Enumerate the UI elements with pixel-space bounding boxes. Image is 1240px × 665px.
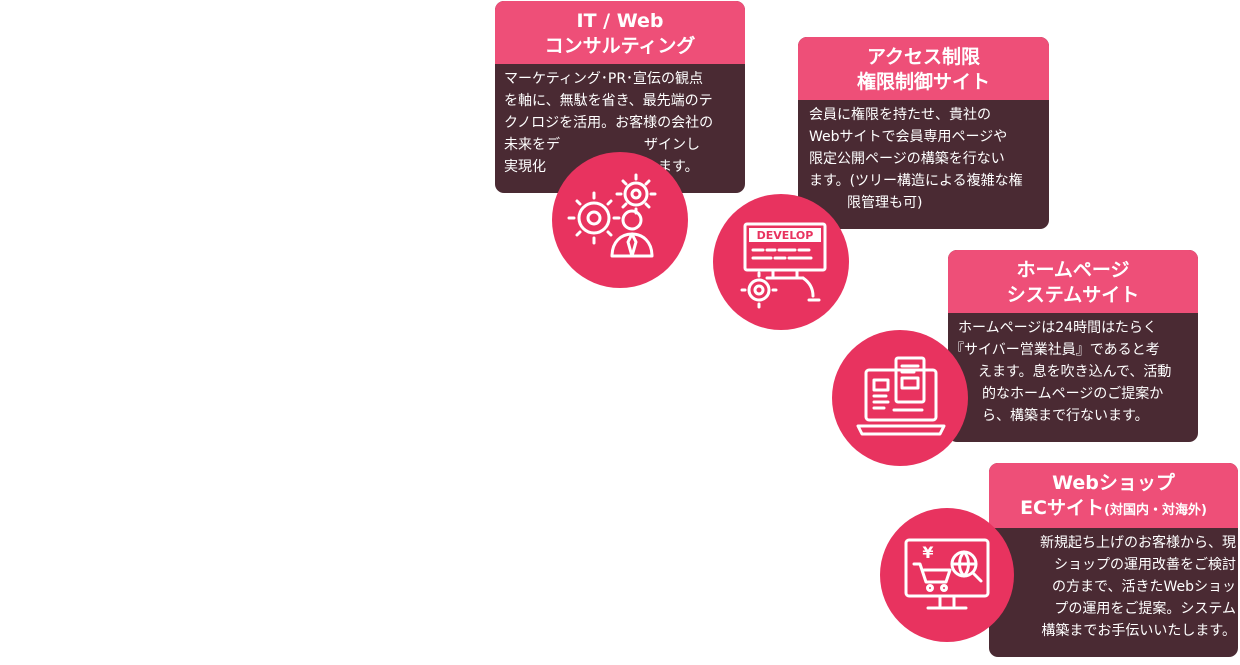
service-card-access-control: アクセス制限 権限制御サイト 会員に権限を持たせ、貴社の Webサイトで会員専用… [798,37,1049,229]
card-title-sub: (対国内・対海外) [1104,503,1207,518]
card-description: ホームページは24時間はたらく 『サイバー営業社員』であると考 えます。息を吹き… [948,313,1198,433]
card-text-line: 新規起ち上げのお客様から、現 [1040,535,1236,551]
card-text-line: えます。息を吹き込んで、活動 [978,364,1172,380]
laptop-webpage-icon [832,330,968,466]
card-text-line: クノロジを活用。お客様の会社の [504,115,714,131]
card-title-line: コンサルティング [544,35,696,57]
card-title-line: Webショップ [1052,472,1175,494]
card-text-line: マーケティング･PR･宣伝の観点 [504,71,704,87]
develop-label: DEVELOP [757,229,814,242]
card-title: アクセス制限 権限制御サイト [798,37,1049,100]
gears-person-icon [552,152,688,288]
card-title-main: ECサイト [1020,497,1105,519]
service-card-web-shop: Webショップ ECサイト(対国内・対海外) 新規起ち上げのお客様から、現 ショ… [989,463,1238,657]
card-title: ホームページ システムサイト [948,250,1198,313]
card-text-line: 的なホームページのご提案か [982,386,1164,402]
service-card-homepage-system: ホームページ システムサイト ホームページは24時間はたらく 『サイバー営業社員… [948,250,1198,442]
develop-monitor-icon: DEVELOP [713,194,849,330]
card-text-line: を軸に、無駄を省き、最先端のテ [504,93,713,109]
card-description: 新規起ち上げのお客様から、現 ショップの運用改善をご検討 の方まで、活きたWeb… [989,528,1238,648]
card-text-line: ます。(ツリー構造による複雑な権 [809,173,1023,189]
monitor-cart-globe-icon: ¥ [880,508,1014,642]
card-title-line: システムサイト [1006,284,1140,306]
card-text-line: プの運用をご提案。システム [1054,601,1236,617]
card-title-line: ホームページ [1016,259,1130,281]
card-text-line: 限管理も可) [847,195,923,211]
card-text-line: 限定公開ページの構築を行ない [809,151,1005,167]
card-text-line: 『サイバー営業社員』であると考 [950,342,1160,358]
card-title: Webショップ ECサイト(対国内・対海外) [989,463,1238,528]
card-title-line-ec: ECサイト(対国内・対海外) [993,496,1234,523]
card-text-line: ホームページは24時間はたらく [958,320,1157,336]
yen-symbol: ¥ [922,543,933,562]
card-title: IT / Web コンサルティング [495,1,745,64]
card-text-line: 未来をデ ザインし [504,137,700,153]
card-text-line: 構築までお手伝いいたします。 [1041,623,1236,639]
card-title-line: アクセス制限 [866,46,981,68]
card-text-line: Webサイトで会員専用ページや [809,129,1008,145]
card-text-line: ら、構築まで行ないます。 [982,408,1149,424]
card-description: 会員に権限を持たせ、貴社の Webサイトで会員専用ページや 限定公開ページの構築… [798,100,1049,220]
card-text-line: ショップの運用改善をご検討 [1054,557,1236,573]
card-text-line: の方まで、活きたWebショッ [1052,579,1236,595]
card-title-line: IT / Web [576,10,664,32]
card-text-line: 会員に権限を持たせ、貴社の [809,107,991,123]
card-title-line: 権限制御サイト [856,71,990,93]
